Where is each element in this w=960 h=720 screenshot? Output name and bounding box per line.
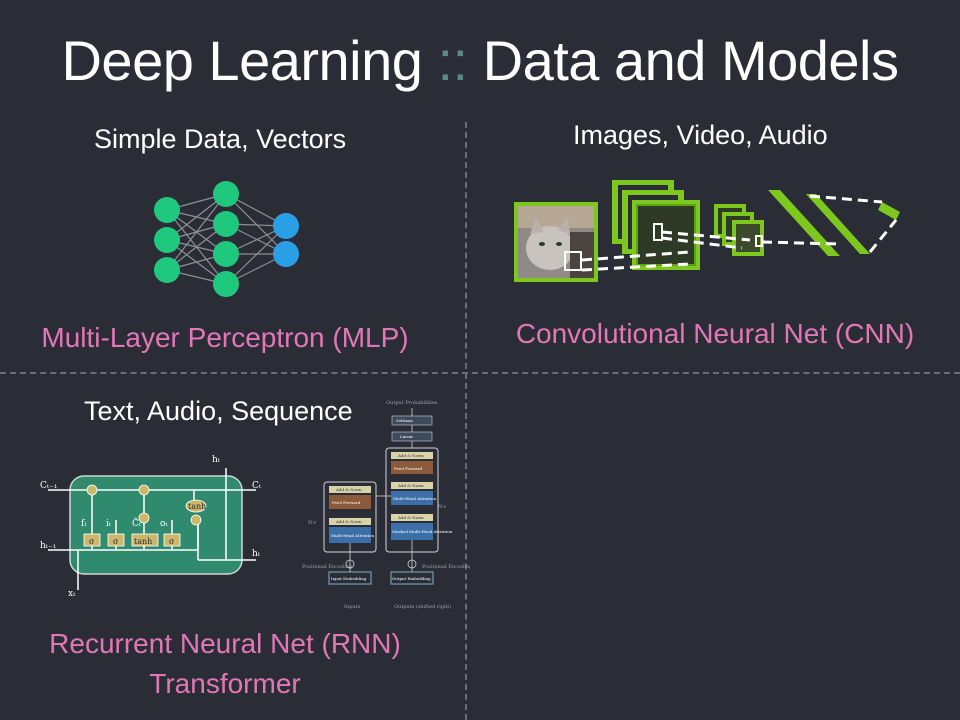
rnn-model-label-line1: Recurrent Neural Net (RNN) — [49, 628, 401, 659]
transformer-block-labels: Softmax Linear Feed Forward Multi-Head A… — [331, 418, 453, 581]
lstm-label-x-t: xₜ — [68, 589, 76, 599]
transformer-inputs: Inputs — [344, 604, 361, 610]
slide-title: Deep Learning :: Data and Models — [0, 28, 960, 93]
transformer-dec-mha: Multi-Head Attention — [393, 496, 437, 501]
transformer-enc-mha: Multi-Head Attention — [331, 533, 375, 538]
lstm-label-h-t: hₜ — [252, 549, 261, 559]
title-part2: Data and Models — [482, 29, 899, 92]
lstm-label-c-t: Cₜ — [252, 481, 262, 491]
transformer-output-embedding: Output Embedding — [392, 576, 431, 581]
lstm-label-f: fₜ — [81, 519, 87, 529]
lstm-label-o: oₜ — [160, 519, 168, 529]
transformer-dec-feed-forward: Feed Forward — [394, 466, 423, 471]
transformer-addnorm-labels: Add & Norm Add & Norm Add & Norm Add & N… — [335, 453, 424, 524]
title-part1: Deep Learning — [61, 29, 423, 92]
transformer-dec-masked-mha: Masked Multi-Head Attention — [392, 529, 453, 534]
lstm-gate-sigma-3: σ — [169, 537, 175, 546]
cnn-conv-block-1 — [612, 180, 700, 270]
mlp-connections — [166, 193, 287, 285]
cnn-connectors — [581, 194, 898, 272]
lstm-text-labels: Cₜ₋₁ Cₜ hₜ₋₁ hₜ hₜ xₜ fₜ iₜ C̃ₜ oₜ — [40, 455, 262, 599]
vertical-divider — [465, 122, 467, 720]
transformer-nx-left: N× — [308, 520, 317, 526]
transformer-linear: Linear — [400, 434, 413, 439]
cnn-data-type: Images, Video, Audio — [573, 120, 828, 150]
rnn-model-label-line2: Transformer — [149, 668, 301, 699]
lstm-label-c-tilde: C̃ₜ — [132, 517, 142, 529]
transformer-outputs: Outputs (shifted right) — [394, 603, 451, 610]
lstm-gate-labels: σ σ tanh σ tanh — [89, 502, 206, 546]
transformer-enc-addnorm-1: Add & Norm — [335, 487, 362, 492]
lstm-label-c-prev: Cₜ₋₁ — [40, 481, 57, 491]
transformer-dec-addnorm-2: Add & Norm — [397, 483, 424, 488]
transformer-enc-feed-forward: Feed Forward — [332, 500, 361, 505]
transformer-input-embedding: Input Embedding — [331, 576, 367, 581]
rnn-model-label: Recurrent Neural Net (RNN) Transformer — [20, 624, 430, 704]
cnn-dense-layers — [768, 190, 900, 256]
rnn-data-type: Text, Audio, Sequence — [84, 396, 353, 426]
cnn-model-label: Convolutional Neural Net (CNN) — [515, 318, 915, 349]
title-separator: :: — [437, 29, 468, 92]
mlp-output-layer — [273, 213, 299, 267]
mlp-input-layer — [154, 197, 180, 283]
cnn-architecture-diagram — [514, 180, 900, 282]
lstm-label-i: iₜ — [106, 519, 112, 529]
transformer-output-probabilities: Output Probabilities — [386, 400, 438, 406]
lstm-gate-tanh-2: tanh — [188, 502, 206, 511]
mlp-model-label: Multi-Layer Perceptron (MLP) — [41, 322, 409, 353]
mlp-data-type: Simple Data, Vectors — [94, 124, 347, 154]
lstm-gate-sigma-1: σ — [89, 537, 95, 546]
lstm-gates — [83, 484, 207, 547]
transformer-pos-enc-right: Positional Encoding — [422, 564, 470, 570]
cnn-conv-block-2 — [714, 204, 764, 256]
transformer-nx-right: N× — [438, 504, 447, 510]
lstm-gate-tanh: tanh — [134, 537, 152, 546]
lstm-cell-diagram: Cₜ₋₁ Cₜ hₜ₋₁ hₜ hₜ xₜ fₜ iₜ C̃ₜ oₜ σ σ t… — [40, 455, 262, 599]
transformer-softmax: Softmax — [396, 418, 413, 423]
lstm-label-h-prev: hₜ₋₁ — [40, 541, 56, 551]
transformer-dec-addnorm-1: Add & Norm — [397, 453, 424, 458]
transformer-pos-enc-left: Positional Encoding — [302, 564, 353, 570]
transformer-side-labels: Output Probabilities N× N× Positional En… — [302, 400, 470, 610]
horizontal-divider — [0, 372, 960, 374]
mlp-hidden-layer — [213, 181, 239, 297]
transformer-connections — [345, 408, 417, 572]
lstm-label-h-top: hₜ — [212, 455, 221, 465]
transformer-enc-addnorm-2: Add & Norm — [335, 519, 362, 524]
transformer-decoder — [390, 415, 434, 585]
transformer-dec-addnorm-3: Add & Norm — [397, 515, 424, 520]
transformer-diagram: Output Probabilities N× N× Positional En… — [302, 400, 470, 610]
lstm-gate-sigma-2: σ — [113, 537, 119, 546]
transformer-encoder — [328, 486, 372, 585]
mlp-network-diagram — [154, 181, 299, 297]
